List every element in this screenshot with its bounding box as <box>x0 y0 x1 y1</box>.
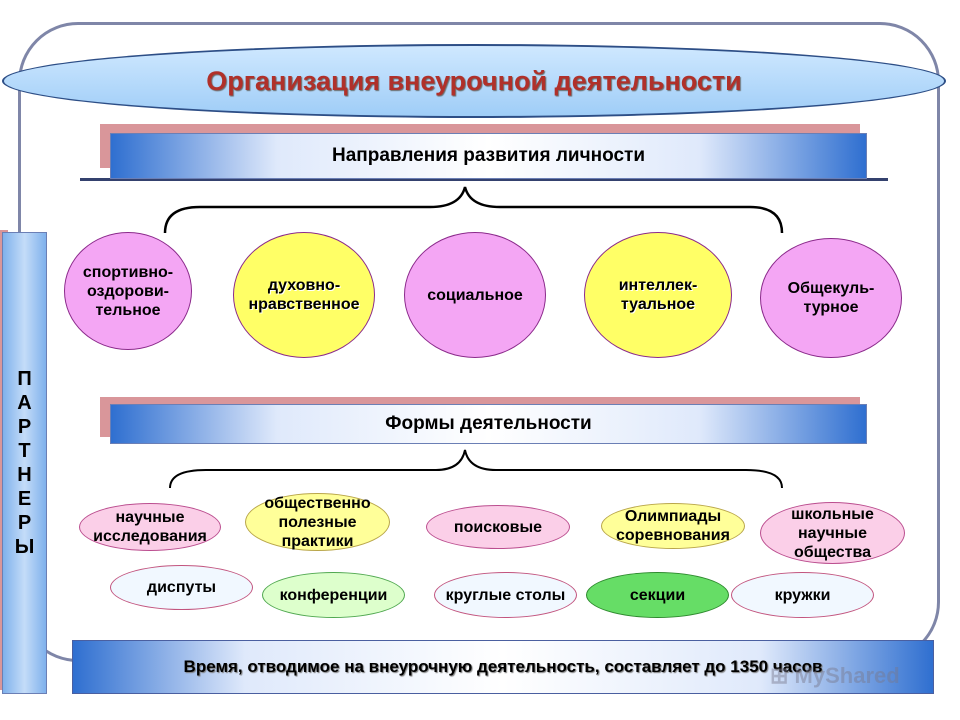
directions-banner-label: Направления развития личности <box>332 145 645 166</box>
form-conferences: конференции <box>262 572 405 618</box>
watermark-text: MyShared <box>794 663 900 688</box>
form-round-tables: круглые столы <box>434 572 577 618</box>
form-search: поисковые <box>426 505 570 549</box>
forms-banner-label: Формы деятельности <box>385 413 592 434</box>
form-school-societies: школьные научные общества <box>760 502 905 564</box>
footer-banner: Время, отводимое на внеурочную деятельно… <box>72 640 934 694</box>
form-clubs: кружки <box>731 572 874 618</box>
form-olympiads: Олимпиады соревнования <box>601 503 745 549</box>
footer-text: Время, отводимое на внеурочную деятельно… <box>183 657 823 676</box>
form-debates: диспуты <box>110 565 253 610</box>
title-ellipse: Организация внеурочной деятельности <box>2 44 946 118</box>
direction-spiritual: духовно- нравственное <box>233 232 375 358</box>
directions-banner: Направления развития личности <box>110 133 867 179</box>
forms-brace <box>169 449 783 489</box>
divider-line <box>80 178 888 181</box>
partners-sidebar: П А Р Т Н Е Р Ы <box>2 232 47 694</box>
partners-label: П А Р Т Н Е Р Ы <box>14 368 35 558</box>
form-social-practice: общественно полезные практики <box>245 493 390 551</box>
watermark-logo: ⊞ MyShared <box>770 663 900 688</box>
page-title: Организация внеурочной деятельности <box>206 65 742 96</box>
form-sections: секции <box>586 572 729 618</box>
directions-brace <box>163 186 784 234</box>
direction-sport: спортивно- оздорови- тельное <box>64 232 192 350</box>
form-research: научные исследования <box>79 503 221 551</box>
forms-banner: Формы деятельности <box>110 404 867 444</box>
direction-cultural: Общекуль- турное <box>760 238 902 358</box>
direction-social: социальное <box>404 232 546 358</box>
direction-intellectual: интеллек- туальное <box>584 232 732 358</box>
